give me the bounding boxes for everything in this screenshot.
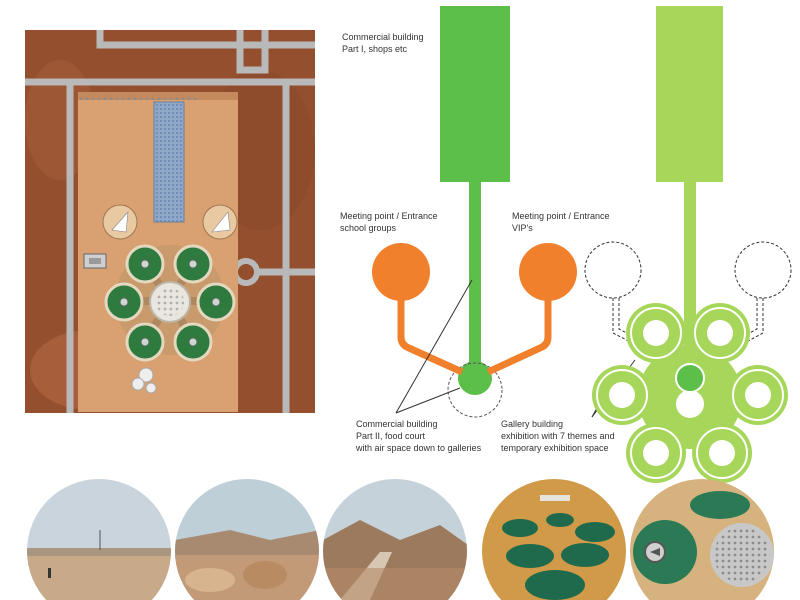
gallery-rings — [592, 303, 788, 483]
entrance-nodes-orange — [372, 243, 577, 376]
connector-stem — [469, 182, 481, 368]
gallery-stack-lightgreen — [584, 6, 792, 483]
entrance-outline-right — [734, 241, 792, 299]
label-meeting-vip: Meeting point / Entrance VIP's — [512, 211, 610, 233]
concept-diagram — [372, 6, 792, 483]
vip-entrance-node — [519, 243, 577, 301]
label-gallery-building: Gallery building exhibition with 7 theme… — [501, 419, 615, 453]
label-meeting-school: Meeting point / Entrance school groups — [340, 211, 438, 233]
model-photo-2 — [630, 479, 774, 600]
entrance-pavilions — [83, 204, 238, 269]
tree-row — [80, 94, 198, 100]
commercial-part1-block-alt — [656, 6, 723, 182]
desert-photo-2 — [175, 479, 319, 600]
commercial-stack-green — [440, 6, 510, 418]
commercial-part1-block — [440, 6, 510, 182]
label-commercial-part2: Commercial building Part II, food court … — [356, 419, 482, 453]
school-entrance-node — [372, 243, 430, 301]
gallery-cluster — [104, 244, 236, 394]
aerial-site-plan — [25, 30, 315, 413]
photo-strip — [27, 479, 774, 600]
desert-photo-3 — [323, 479, 467, 600]
label-commercial-part1: Commercial building Part I, shops etc — [342, 32, 424, 54]
desert-photo-1 — [27, 479, 171, 600]
solar-field — [153, 101, 185, 223]
entrance-outline-left — [584, 241, 642, 299]
site-roads — [25, 30, 315, 413]
food-court-node — [458, 361, 492, 395]
air-space-outline — [447, 362, 503, 418]
model-photo-1 — [482, 479, 626, 600]
